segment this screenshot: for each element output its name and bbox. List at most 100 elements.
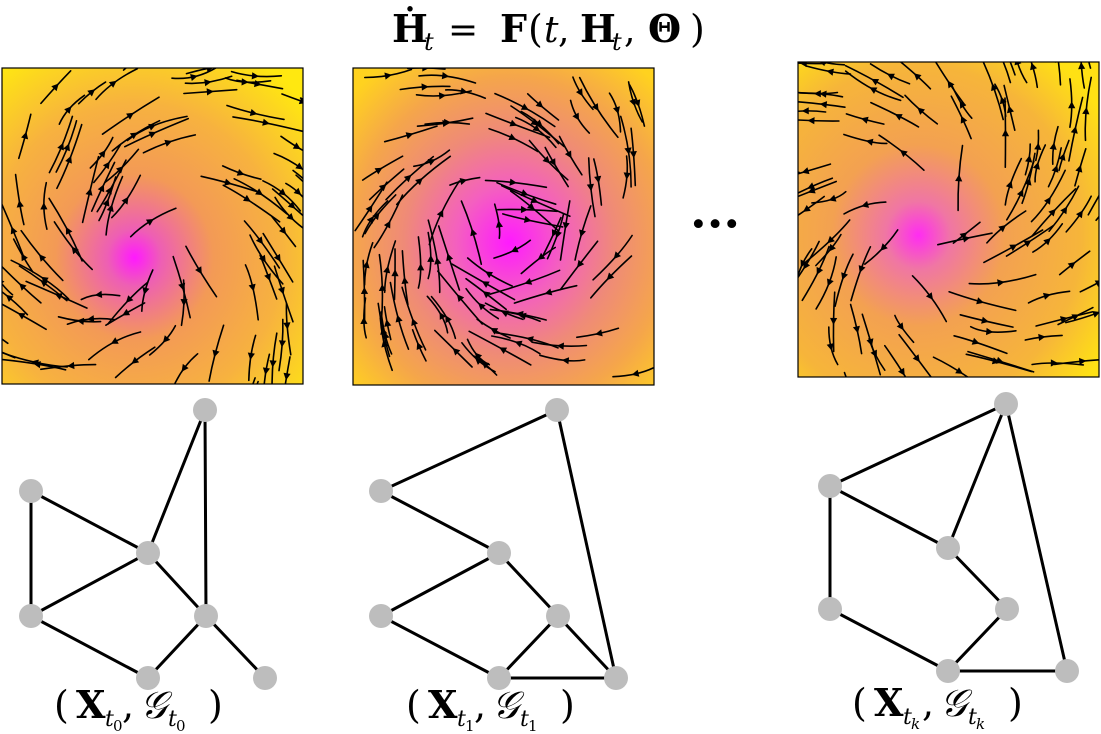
equation-comma-2: ,	[624, 10, 635, 51]
arrowhead	[801, 107, 809, 115]
arrowhead	[959, 100, 967, 109]
vector-field-panel-t1	[352, 67, 655, 386]
arrowhead	[21, 253, 28, 262]
caption-x-subscript: t	[903, 705, 912, 730]
caption-close-paren: )	[560, 683, 575, 727]
arrowhead	[887, 73, 895, 81]
arrowhead	[248, 283, 256, 292]
arrowhead	[1014, 62, 1022, 66]
arrowhead	[438, 92, 447, 100]
graph-node	[369, 604, 393, 628]
arrowhead	[164, 139, 173, 147]
arrowhead	[417, 263, 425, 271]
arrowhead	[1094, 280, 1099, 287]
arrowhead	[913, 73, 922, 81]
streamline	[1009, 62, 1016, 76]
caption-open-paren: (	[406, 683, 421, 727]
streamline	[1088, 62, 1092, 69]
arrowhead	[594, 175, 602, 184]
arrowhead	[459, 178, 468, 185]
arrowhead	[195, 266, 202, 275]
streamlines-tk	[776, 51, 1099, 377]
graph-edge	[379, 551, 501, 618]
arrowhead	[1060, 206, 1068, 215]
streamline	[252, 377, 256, 384]
arrowhead	[251, 72, 259, 80]
arrowhead	[998, 51, 1005, 59]
arrowhead	[360, 287, 369, 294]
arrowhead	[776, 180, 784, 187]
arrowhead	[1038, 333, 1046, 341]
arrowhead	[1009, 244, 1018, 252]
arrowhead	[830, 317, 838, 325]
arrowhead	[991, 83, 998, 92]
arrowhead	[365, 205, 373, 213]
graph-node	[253, 666, 277, 690]
graph-edge	[946, 402, 1008, 550]
arrowhead	[17, 313, 26, 320]
arrowhead	[57, 142, 64, 151]
graph-t0	[19, 398, 277, 690]
caption-tk: ( X t k , 𝒢 t k )	[852, 680, 1023, 733]
caption-g-subscript: t	[168, 707, 177, 732]
arrowhead	[520, 189, 529, 197]
arrowhead	[523, 215, 532, 223]
arrowhead	[262, 367, 270, 375]
graph-edge	[379, 489, 501, 555]
graph-node	[136, 666, 160, 690]
arrowhead	[1034, 142, 1042, 150]
arrowhead	[1024, 177, 1032, 186]
graph-edge	[379, 408, 559, 493]
streamlines-t1	[354, 68, 654, 378]
arrowhead	[827, 278, 834, 287]
arrowhead	[971, 337, 980, 345]
arrowhead	[278, 188, 287, 196]
equation-time-t: t	[544, 10, 559, 51]
arrowhead	[434, 257, 442, 265]
arrowhead	[244, 405, 251, 413]
streamline	[185, 68, 215, 75]
arrowhead	[427, 254, 435, 262]
arrowhead	[401, 276, 409, 284]
graph-node	[995, 597, 1019, 621]
arrowhead	[1068, 101, 1076, 109]
graph-edge	[29, 614, 150, 680]
arrowhead	[819, 62, 826, 67]
arrowhead	[1025, 155, 1033, 163]
arrowhead	[64, 106, 72, 114]
arrowhead	[527, 202, 535, 210]
vector-field-border-t0	[1, 67, 304, 385]
graph-edge	[946, 546, 1009, 611]
arrowhead	[204, 79, 212, 87]
caption-feature-x: X	[874, 680, 904, 725]
arrowhead	[98, 150, 106, 158]
vector-field-panel-tk	[776, 51, 1100, 378]
arrowhead	[145, 219, 154, 226]
streamline	[281, 93, 303, 103]
graph-node	[1055, 659, 1079, 683]
arrowhead	[1070, 126, 1078, 134]
arrowhead	[243, 194, 251, 202]
arrowhead	[40, 202, 48, 210]
vector-field-background-t1	[353, 68, 654, 385]
arrowhead	[110, 337, 119, 344]
streamline	[1079, 281, 1099, 293]
arrowhead	[801, 167, 810, 175]
arrowhead	[121, 196, 129, 205]
arrowhead	[1079, 357, 1087, 365]
arrowhead	[206, 88, 214, 96]
arrowhead	[63, 143, 70, 152]
arrowhead	[633, 99, 641, 107]
arrowhead	[94, 290, 103, 298]
caption-open-paren: (	[852, 681, 867, 725]
arrowhead	[5, 294, 14, 302]
arrowhead	[816, 266, 824, 275]
arrowhead	[485, 271, 493, 279]
arrowhead	[549, 158, 556, 166]
arrowhead	[591, 103, 599, 111]
arrowhead	[452, 348, 461, 356]
arrowhead	[576, 88, 583, 97]
caption-g-subscript: t	[968, 705, 977, 730]
streamline	[299, 97, 303, 101]
